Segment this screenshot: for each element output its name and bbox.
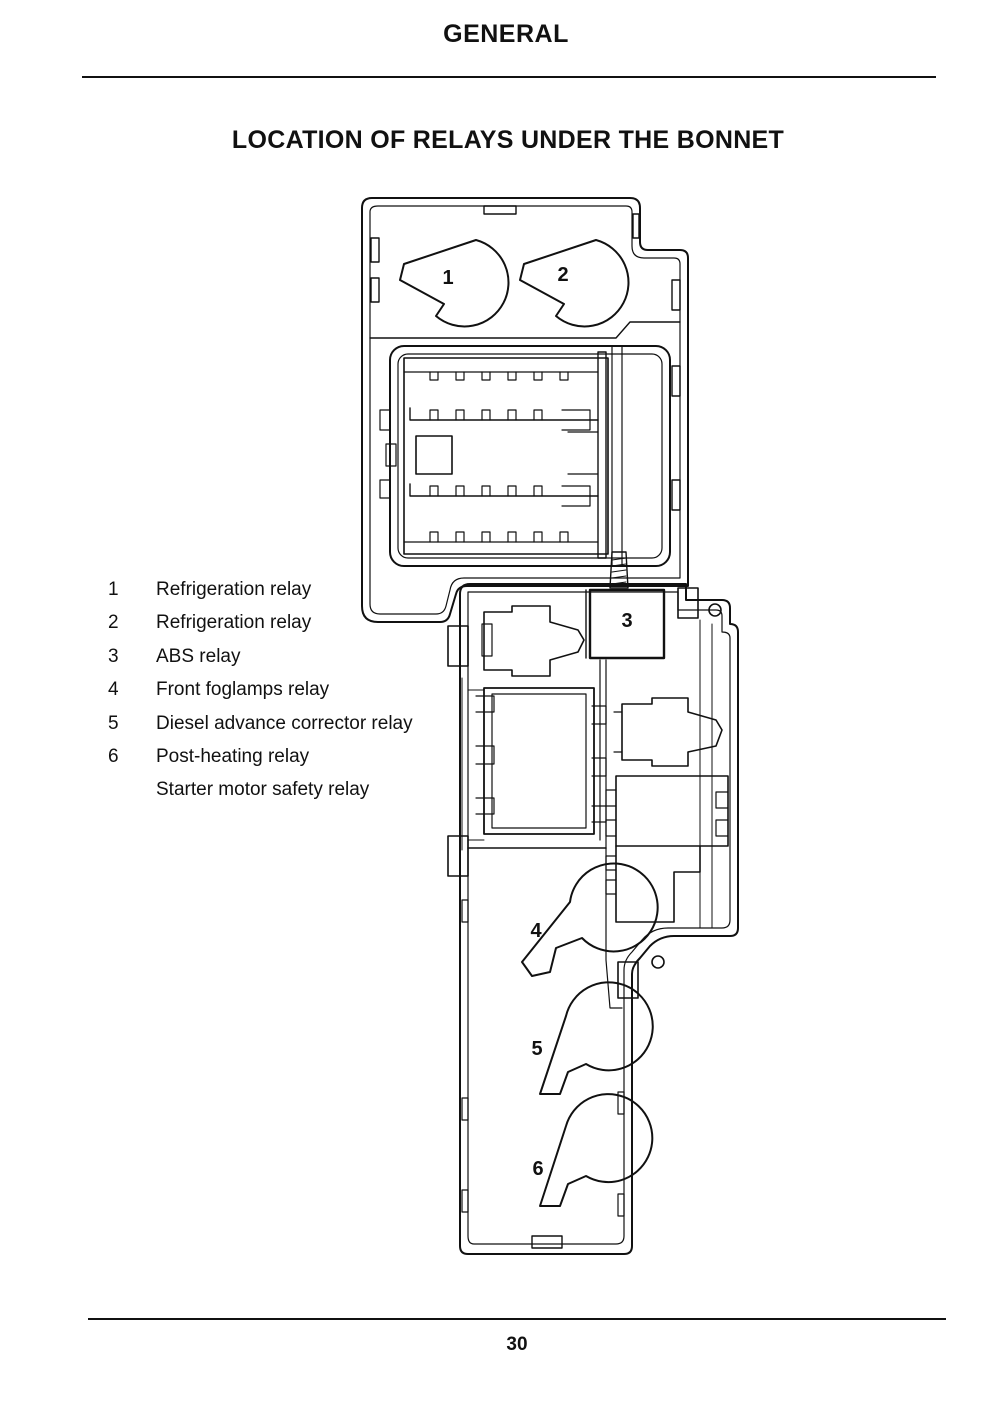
footer-rule [88,1318,946,1320]
connector-link [609,551,629,589]
section-header: GENERAL [443,20,569,48]
legend-label: Post-heating relay [156,745,310,767]
legend-number: 5 [108,712,119,734]
upper-housing [361,197,689,623]
legend-number: 2 [108,612,119,634]
legend-item-1: 1 Refrigeration relay [108,578,413,611]
legend-label: Diesel advance corrector relay [156,712,413,734]
legend-item-3: 3 ABS relay [108,645,413,678]
legend-number: 6 [108,745,119,767]
header-rule [82,76,936,78]
relay-label-1: 1 [442,267,453,289]
legend-item-2: 2 Refrigeration relay [108,611,413,644]
legend-label: Refrigeration relay [156,612,312,634]
page-number: 30 [506,1334,528,1355]
legend-item-5: 5 Diesel advance corrector relay [108,712,413,745]
relay-label-5: 5 [531,1038,542,1060]
legend-label: Refrigeration relay [156,579,312,600]
legend-item-6-continuation: Starter motor safety relay [156,779,370,801]
legend-label: Front foglamps relay [156,679,330,701]
legend-item-4: 4 Front foglamps relay [108,678,413,711]
relay-label-4: 4 [530,920,542,942]
relay-label-6: 6 [532,1158,543,1180]
page-title: LOCATION OF RELAYS UNDER THE BONNET [231,126,785,154]
lower-housing [447,583,739,1255]
legend-number: 3 [108,645,119,667]
relay-label-2: 2 [557,264,568,286]
legend-number: 4 [108,679,119,701]
relay-label-3: 3 [621,610,632,632]
legend-number: 1 [108,579,119,600]
legend-item-6: 6 Post-heating relay [108,745,413,778]
legend-label: ABS relay [156,645,241,667]
